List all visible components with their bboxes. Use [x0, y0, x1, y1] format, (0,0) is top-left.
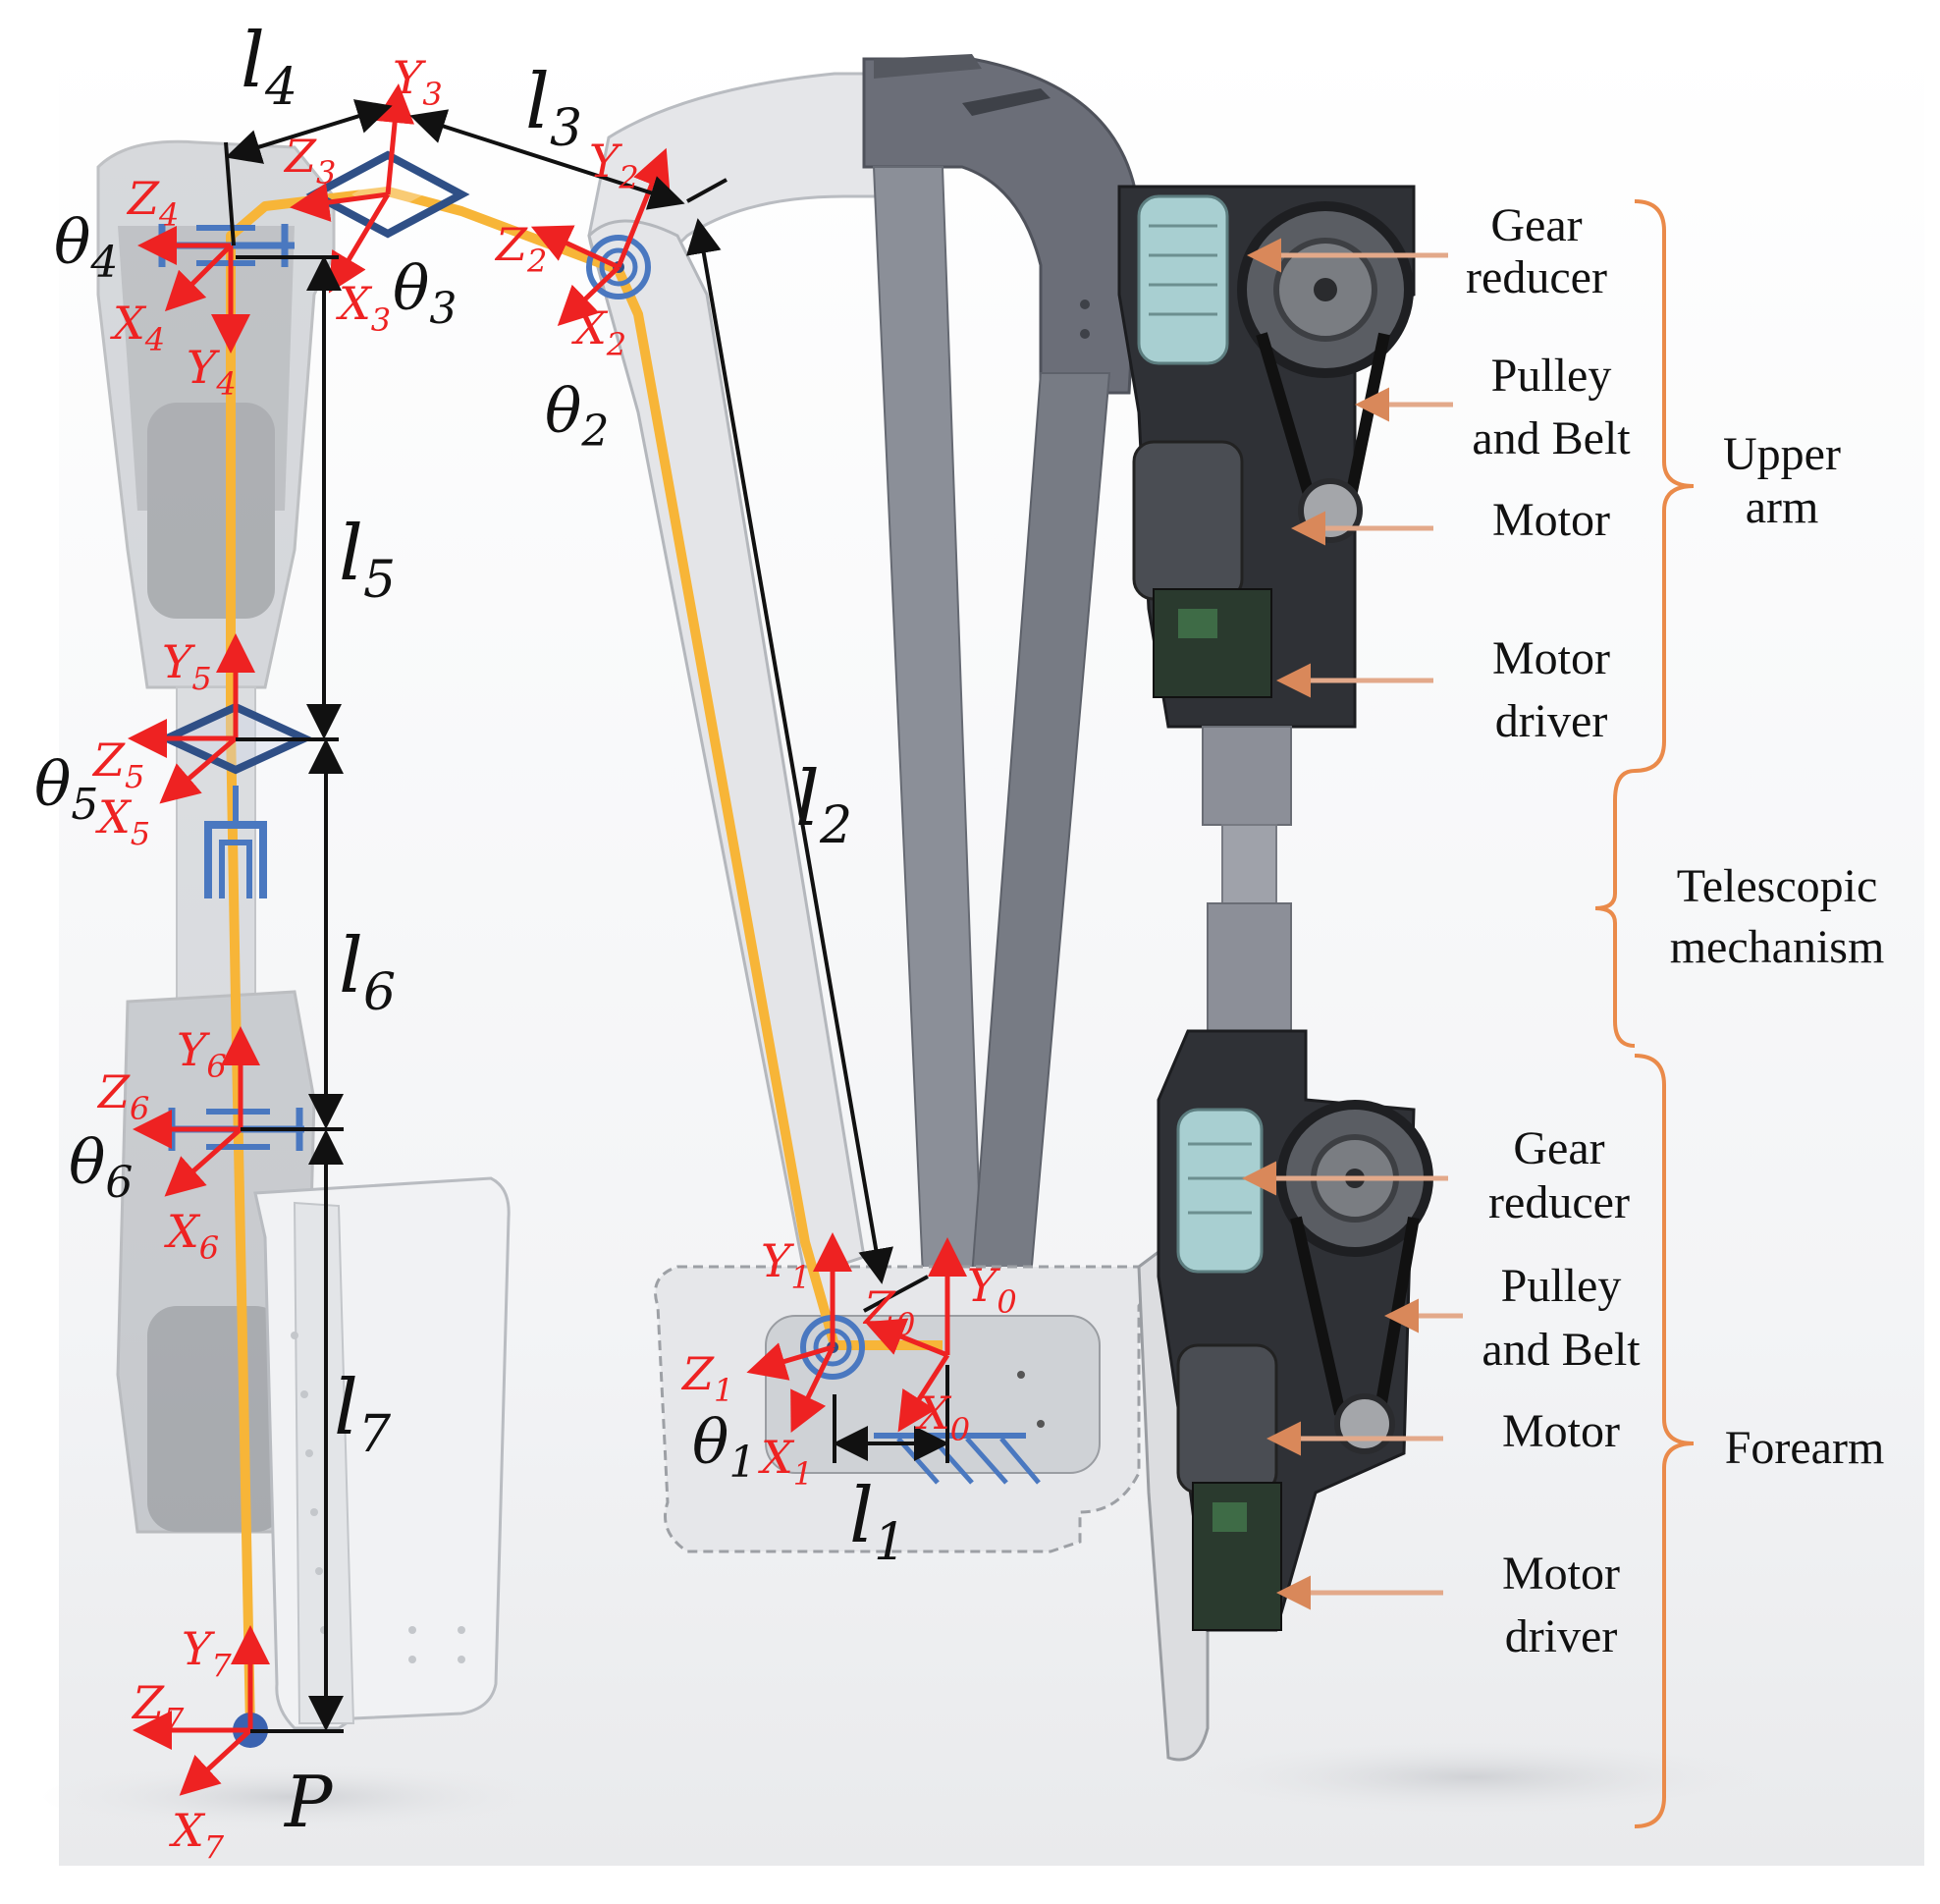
l7-label: l7	[334, 1364, 392, 1464]
telescopic-section-label-1: Telescopic	[1677, 860, 1878, 912]
ground-shadow-left	[39, 1763, 550, 1831]
l5-label: l5	[339, 510, 396, 610]
upper-arm-section-label-1: Upper	[1723, 428, 1841, 480]
forearm-section-label: Forearm	[1725, 1422, 1885, 1474]
z5-label: Z5	[91, 734, 144, 795]
l1-label: l1	[849, 1472, 906, 1572]
frame-7-axes	[133, 1625, 270, 1796]
theta4-label: θ4	[54, 206, 118, 288]
ground-shadow-right	[1178, 1738, 1767, 1817]
z2-label: Z2	[494, 218, 547, 280]
lower-driver-label-1: Motor	[1502, 1548, 1620, 1600]
l3-label: l3	[525, 58, 582, 158]
lower-driver-label-2: driver	[1505, 1610, 1618, 1662]
left-arm-structure	[96, 139, 336, 1534]
upper-arm-module	[1117, 185, 1416, 729]
l6-label: l6	[339, 922, 396, 1022]
upper-driver-label-2: driver	[1495, 695, 1608, 747]
upper-gear-label-2: reducer	[1466, 251, 1607, 303]
component-arrows	[1242, 238, 1463, 1610]
y1-label: Y1	[761, 1234, 811, 1296]
end-point-label: P	[283, 1761, 334, 1843]
upper-gear-label-1: Gear	[1490, 199, 1582, 251]
x4-label: X4	[110, 297, 165, 358]
x0-label: X0	[915, 1387, 970, 1448]
lower-gear-label-1: Gear	[1513, 1122, 1604, 1174]
theta6-label: θ6	[69, 1126, 133, 1208]
z4-label: Z4	[126, 172, 179, 234]
telescopic-section-label-2: mechanism	[1670, 921, 1885, 973]
y7-label: Y7	[182, 1622, 232, 1684]
y2-label: Y2	[589, 135, 639, 196]
telescopic-tube	[1202, 726, 1292, 1032]
upper-driver-label-1: Motor	[1492, 632, 1610, 684]
y3-label: Y3	[393, 51, 443, 113]
telescopic-bracket	[1594, 769, 1636, 1048]
upper-arm-bracket	[1634, 199, 1695, 773]
y5-label: Y5	[162, 635, 212, 697]
forearm-bracket	[1634, 1054, 1695, 1828]
x5-label: X5	[95, 790, 150, 852]
frame-6-axes	[133, 1026, 260, 1197]
dimension-lines	[224, 99, 949, 1733]
z7-label: Z7	[131, 1676, 185, 1738]
y4-label: Y4	[187, 341, 237, 403]
theta3-label: θ3	[393, 252, 457, 334]
lower-motor-label: Motor	[1502, 1405, 1620, 1457]
x7-label: X7	[169, 1804, 225, 1866]
l2-label: l2	[795, 755, 852, 855]
x1-label: X1	[758, 1431, 813, 1493]
z3-label: Z3	[283, 130, 336, 191]
frame-0-axes	[864, 1237, 967, 1433]
y6-label: Y6	[177, 1023, 227, 1085]
upper-arm-section-label-2: arm	[1746, 481, 1819, 533]
x3-label: X3	[336, 277, 391, 339]
theta5-label: θ5	[34, 748, 98, 830]
z1-label: Z1	[680, 1347, 733, 1409]
z6-label: Z6	[96, 1065, 149, 1127]
frame-4-axes	[137, 226, 250, 354]
lower-pulley-label-1: Pulley	[1501, 1260, 1622, 1312]
telescopic-prismatic-symbol	[204, 786, 267, 898]
theta2-label: θ2	[545, 375, 609, 457]
upper-pulley-label-1: Pulley	[1491, 350, 1612, 402]
x6-label: X6	[164, 1205, 219, 1267]
l4-label: l4	[241, 17, 297, 117]
section-brackets	[1594, 199, 1695, 1828]
theta1-label: θ1	[692, 1406, 756, 1488]
lower-gear-label-2: reducer	[1488, 1176, 1630, 1228]
lower-pulley-label-2: and Belt	[1482, 1324, 1641, 1376]
y0-label: Y0	[967, 1259, 1017, 1321]
upper-pulley-label-2: and Belt	[1472, 412, 1631, 464]
x2-label: X2	[571, 301, 626, 363]
upper-motor-label: Motor	[1492, 494, 1610, 546]
z0-label: Z0	[862, 1281, 915, 1343]
frame-3-axes	[290, 83, 415, 294]
frame-5-axes	[128, 633, 255, 804]
